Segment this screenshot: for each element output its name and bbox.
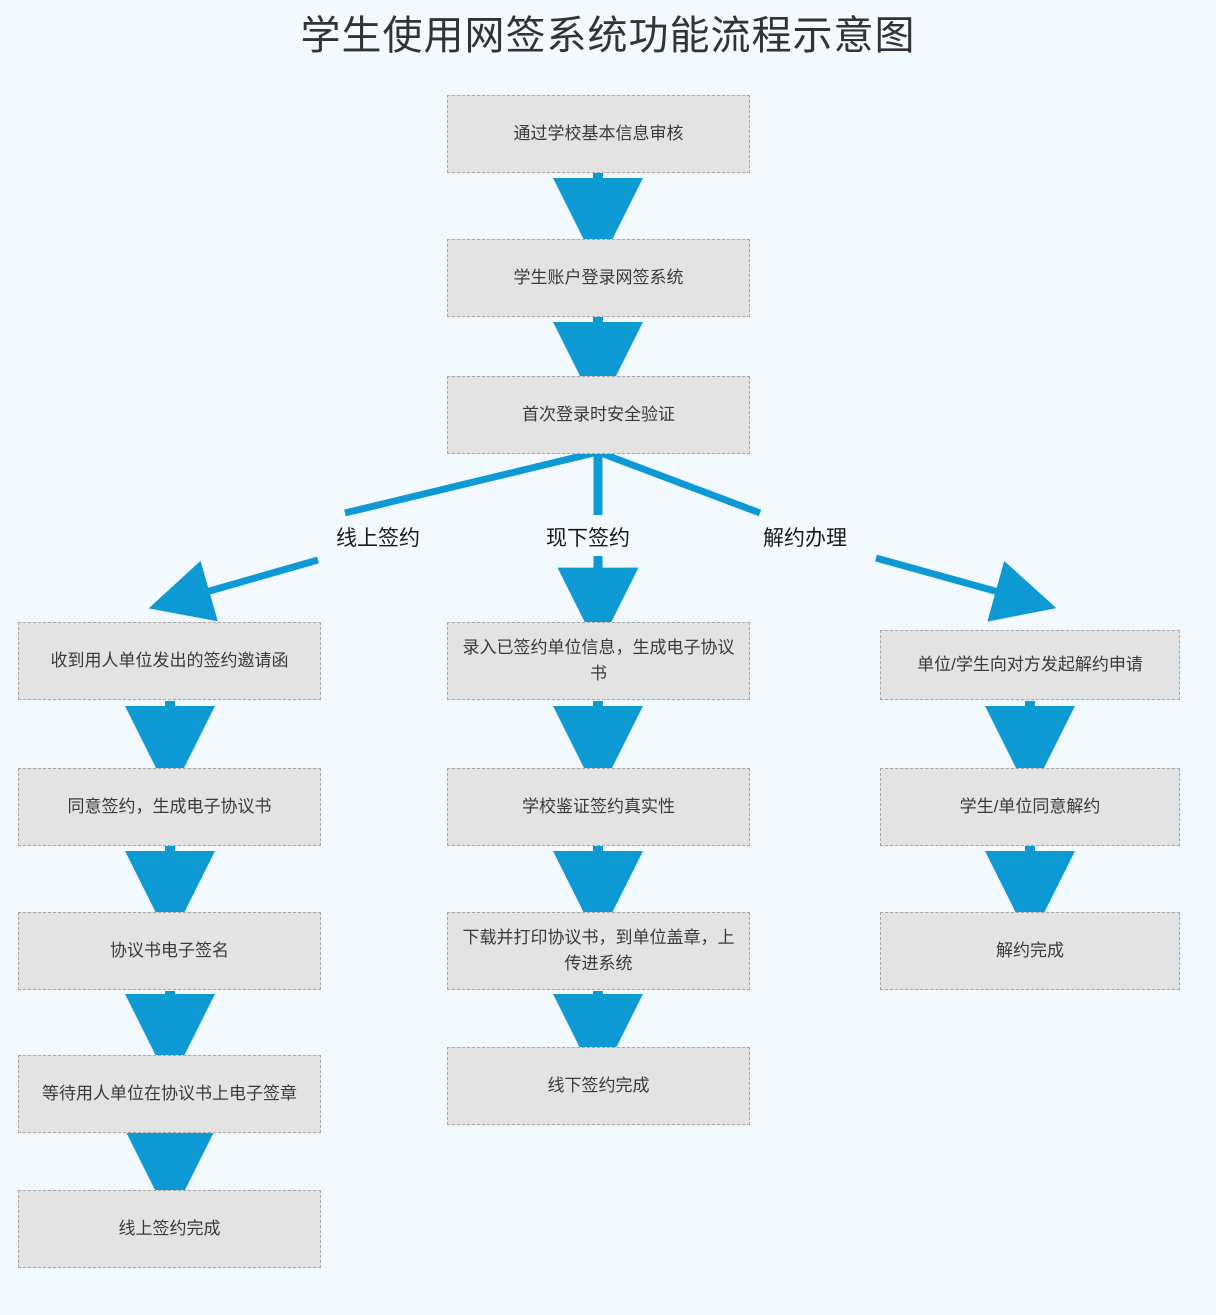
- node-label: 等待用人单位在协议书上电子签章: [42, 1084, 297, 1103]
- node-left-3[interactable]: 协议书电子签名: [18, 912, 321, 990]
- node-label: 单位/学生向对方发起解约申请: [917, 655, 1143, 674]
- node-trunk-1[interactable]: 通过学校基本信息审核: [447, 95, 750, 173]
- edge-label-offline-signing: 现下签约: [540, 524, 636, 554]
- node-label: 解约完成: [996, 941, 1064, 960]
- node-right-3[interactable]: 解约完成: [880, 912, 1180, 990]
- node-left-2[interactable]: 同意签约，生成电子协议书: [18, 768, 321, 846]
- node-label: 线上签约完成: [118, 1219, 221, 1238]
- node-middle-2[interactable]: 学校鉴证签约真实性: [447, 768, 750, 846]
- node-label: 收到用人单位发出的签约邀请函: [50, 651, 289, 670]
- edge-label-text: 解约办理: [763, 527, 847, 550]
- node-left-4[interactable]: 等待用人单位在协议书上电子签章: [18, 1055, 321, 1133]
- node-label: 线下签约完成: [547, 1076, 650, 1095]
- node-label: 同意签约，生成电子协议书: [67, 797, 272, 816]
- node-right-1[interactable]: 单位/学生向对方发起解约申请: [880, 630, 1180, 700]
- page-title: 学生使用网签系统功能流程示意图: [300, 14, 916, 58]
- node-label: 通过学校基本信息审核: [513, 124, 684, 143]
- node-middle-4[interactable]: 线下签约完成: [447, 1047, 750, 1125]
- node-label: 学生/单位同意解约: [959, 797, 1101, 816]
- node-label: 学生账户登录网签系统: [513, 268, 684, 287]
- node-label: 首次登录时安全验证: [522, 405, 675, 424]
- node-trunk-3[interactable]: 首次登录时安全验证: [447, 376, 750, 454]
- node-label: 录入已签约单位信息，生成电子协议书: [462, 638, 735, 683]
- node-label: 协议书电子签名: [110, 941, 229, 960]
- node-middle-1[interactable]: 录入已签约单位信息，生成电子协议书: [447, 622, 750, 700]
- node-label: 学校鉴证签约真实性: [522, 797, 675, 816]
- node-left-5[interactable]: 线上签约完成: [18, 1190, 321, 1268]
- edge-label-text: 线上签约: [336, 527, 420, 550]
- edge-label-online-signing: 线上签约: [330, 524, 426, 554]
- node-trunk-2[interactable]: 学生账户登录网签系统: [447, 239, 750, 317]
- node-left-1[interactable]: 收到用人单位发出的签约邀请函: [18, 622, 321, 700]
- node-right-2[interactable]: 学生/单位同意解约: [880, 768, 1180, 846]
- edge-label-text: 现下签约: [546, 527, 630, 550]
- edge-label-termination: 解约办理: [757, 524, 853, 554]
- node-middle-3[interactable]: 下载并打印协议书，到单位盖章，上传进系统: [447, 912, 750, 990]
- node-label: 下载并打印协议书，到单位盖章，上传进系统: [462, 928, 735, 973]
